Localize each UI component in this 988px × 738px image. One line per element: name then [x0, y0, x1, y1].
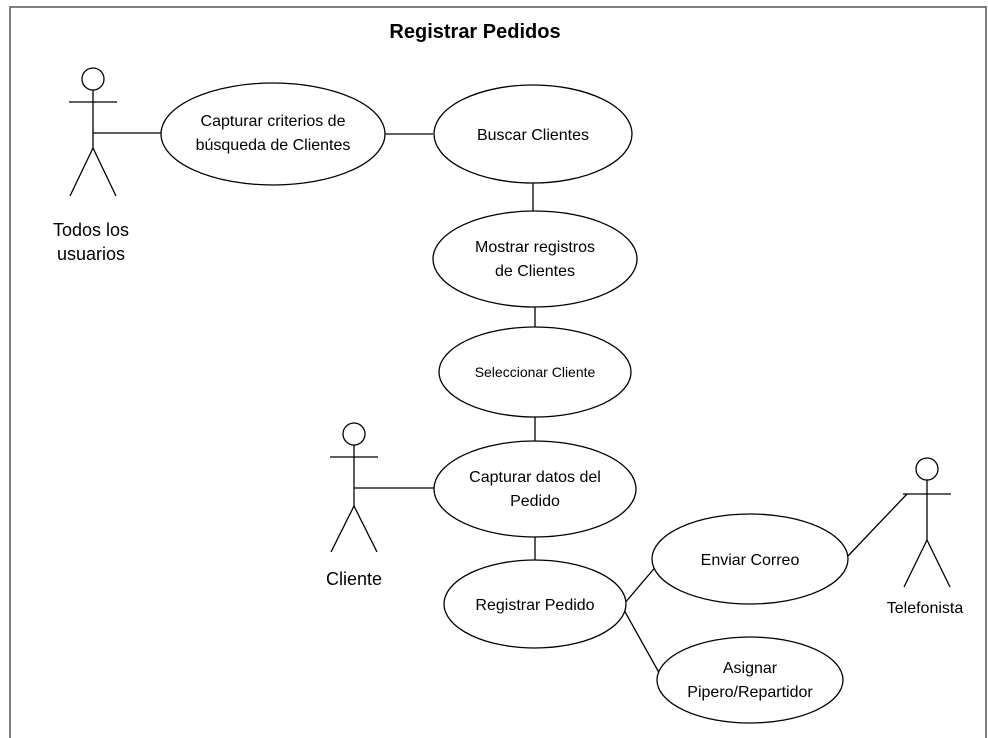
actor-head — [342, 422, 366, 446]
use-case-asignar-pipero: Asignar Pipero/Repartidor — [656, 636, 844, 724]
use-case-label: Registrar Pedido — [475, 597, 594, 614]
actor-label: Cliente — [326, 569, 382, 589]
diagram-frame — [9, 6, 987, 738]
use-case-capturar-criterios: Capturar criterios de búsqueda de Client… — [160, 82, 386, 186]
use-case-label-line2: Pedido — [510, 493, 560, 510]
use-case-registrar-pedido: Registrar Pedido — [443, 559, 627, 649]
use-case-capturar-datos: Capturar datos del Pedido — [433, 440, 637, 538]
use-case-label-line1: Asignar — [723, 660, 778, 677]
actor-label: Telefonista — [887, 600, 964, 617]
diagram-title: Registrar Pedidos — [389, 21, 560, 43]
use-case-label-line2: de Clientes — [495, 263, 575, 280]
use-case-label-line1: Capturar datos del — [469, 469, 601, 486]
use-case-label-line2: Pipero/Repartidor — [687, 684, 813, 701]
use-case-label: Enviar Correo — [701, 552, 800, 569]
actor-head — [81, 67, 105, 91]
use-case-label-line1: Mostrar registros — [475, 239, 595, 256]
use-case-label-line2: búsqueda de Clientes — [196, 137, 351, 154]
actor-todos-los-usuarios: Todos los usuarios — [53, 67, 129, 264]
assoc-registrar-enviar — [623, 563, 659, 605]
actor-cliente: Cliente — [326, 422, 382, 589]
actor-label-line1: Todos los — [53, 220, 129, 240]
assoc-registrar-asignar — [623, 609, 663, 679]
actor-telefonista: Telefonista — [887, 457, 964, 617]
use-case-buscar-clientes: Buscar Clientes — [433, 84, 633, 184]
assoc-enviar-telefonista — [847, 493, 908, 557]
use-case-enviar-correo: Enviar Correo — [651, 513, 849, 605]
use-case-mostrar-registros: Mostrar registros de Clientes — [432, 210, 638, 308]
use-case-seleccionar-cliente: Seleccionar Cliente — [438, 326, 632, 418]
use-case-label: Buscar Clientes — [477, 127, 589, 144]
connectors — [93, 132, 908, 679]
use-case-label-line1: Capturar criterios de — [201, 113, 346, 130]
actor-head — [915, 457, 939, 481]
actor-label-line2: usuarios — [57, 244, 125, 264]
use-case-label: Seleccionar Cliente — [475, 364, 596, 380]
